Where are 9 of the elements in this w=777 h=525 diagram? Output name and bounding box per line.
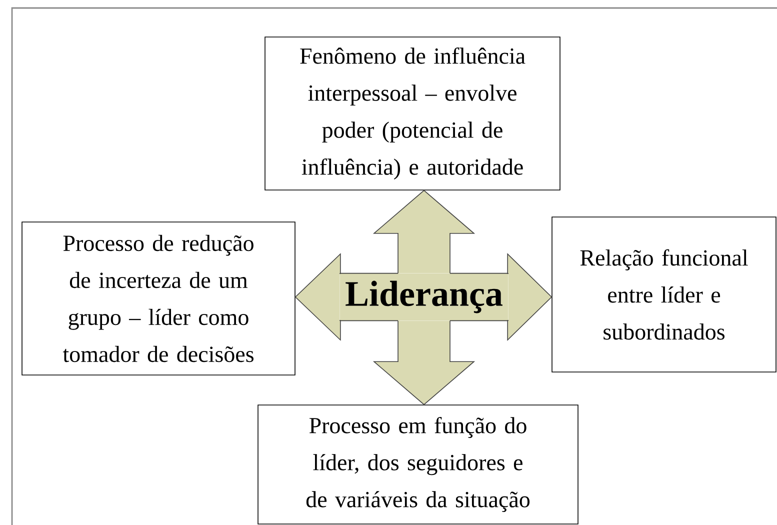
arrow-hub-label: Liderança	[339, 272, 509, 322]
text-box: Relação funcional entre líder e subordinados	[552, 216, 776, 372]
block-arrow	[507, 253, 552, 341]
text-box: Processo de redução de incerteza de um grupo – líder como tomador de decisões	[22, 222, 296, 376]
block-arrow	[372, 320, 476, 406]
text-box: Fenômeno de influência interpessoal – envolve poder (potencial de influência) e autoridade	[264, 36, 560, 190]
block-arrow	[294, 253, 341, 341]
block-arrow	[372, 190, 476, 274]
text-box: Processo em função do líder, dos seguidores e de variáveis da situação	[258, 404, 578, 524]
